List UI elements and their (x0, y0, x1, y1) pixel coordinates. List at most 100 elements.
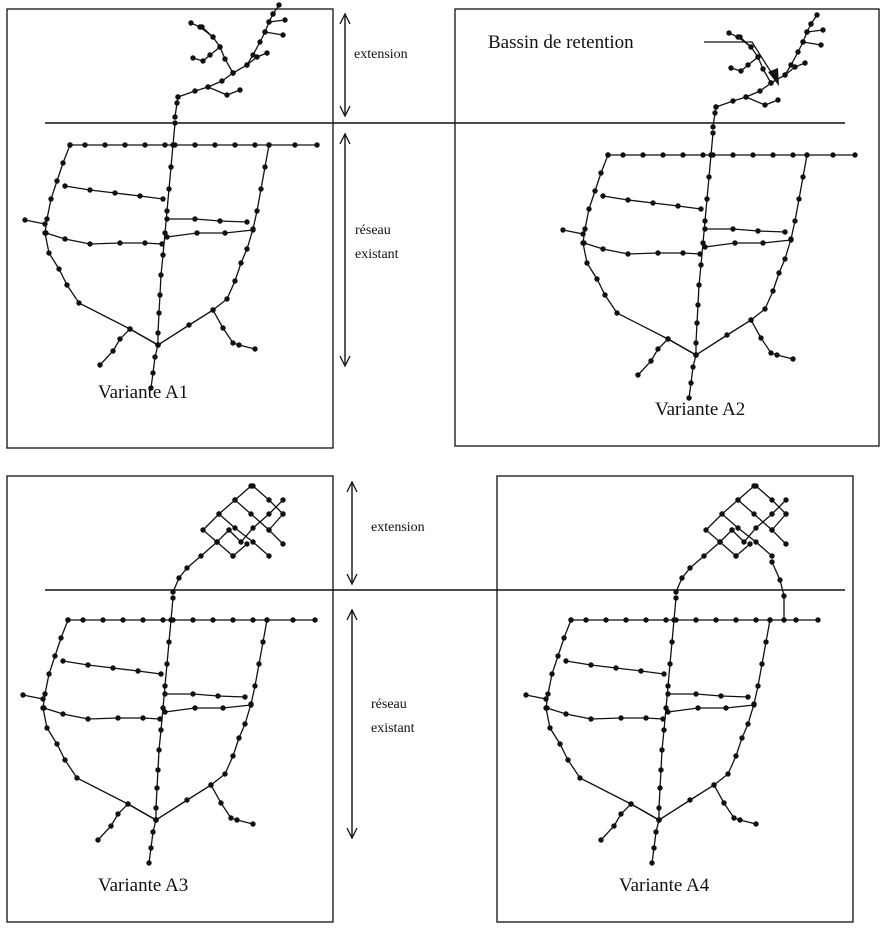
network-node (158, 727, 164, 733)
extension-pipe-a4-5 (737, 499, 787, 545)
network-node (234, 817, 240, 823)
network-node (222, 56, 228, 62)
network-node (625, 251, 631, 257)
network-node (663, 705, 669, 711)
network-node (60, 160, 66, 166)
network-node (230, 617, 236, 623)
network-node (563, 711, 569, 717)
network-node (85, 662, 91, 668)
network-node (698, 206, 704, 212)
existing-pipe-10 (150, 344, 159, 389)
network-node (224, 92, 230, 98)
existing-pipe-3 (546, 707, 664, 720)
panel-title-a3: Variante A3 (98, 875, 188, 896)
network-node (658, 767, 664, 773)
network-node (704, 196, 710, 202)
network-node (711, 782, 717, 788)
network-node (175, 94, 181, 100)
network-node (160, 617, 166, 623)
network-node (661, 727, 667, 733)
existing-pipe-5 (695, 132, 714, 355)
network-node (205, 84, 211, 90)
network-node (244, 219, 250, 225)
network-node (102, 142, 108, 148)
network-node (713, 104, 719, 110)
network-node (800, 174, 806, 180)
network-panel-a2 (560, 12, 858, 401)
network-node (737, 817, 743, 823)
network-node (696, 282, 702, 288)
network-node (280, 511, 286, 517)
network-node (250, 821, 256, 827)
network-node (262, 164, 268, 170)
network-node (232, 497, 238, 503)
network-node (190, 55, 196, 61)
network-node (172, 114, 178, 120)
network-node (638, 668, 644, 674)
network-node (687, 565, 693, 571)
extension-pipe-a2-8 (802, 41, 822, 46)
network-node (725, 771, 731, 777)
network-node (142, 142, 148, 148)
network-node (110, 665, 116, 671)
network-node (198, 553, 204, 559)
reseau-label-top-2: existant (355, 247, 399, 262)
network-node (158, 272, 164, 278)
network-node (747, 541, 753, 547)
network-node (586, 206, 592, 212)
network-node (762, 102, 768, 108)
network-node (643, 617, 649, 623)
network-node (635, 372, 641, 378)
network-node (713, 617, 719, 623)
network-node (748, 317, 754, 323)
extension-pipe-a2-4 (739, 36, 772, 84)
network-node (192, 88, 198, 94)
network-node (228, 815, 234, 821)
network-node (238, 260, 244, 266)
network-node (769, 559, 775, 565)
network-node (640, 152, 646, 158)
network-node (176, 575, 182, 581)
network-node (266, 511, 272, 517)
panel-frame-a4 (496, 475, 854, 923)
existing-pipe-8 (164, 704, 252, 713)
network-node (669, 639, 675, 645)
network-node (730, 226, 736, 232)
network-node (168, 164, 174, 170)
network-node (155, 767, 161, 773)
network-node (87, 241, 93, 247)
network-node (60, 711, 66, 717)
network-node (783, 511, 789, 517)
network-node (673, 589, 679, 595)
network-node (262, 29, 268, 35)
network-node (543, 696, 549, 702)
existing-pipe-5 (155, 597, 174, 820)
network-node (266, 553, 272, 559)
network-node (220, 325, 226, 331)
existing-pipe-7 (705, 228, 786, 233)
network-node (544, 705, 550, 711)
network-node (781, 593, 787, 599)
network-node (54, 741, 60, 747)
existing-pipe-9 (600, 803, 660, 841)
network-node (655, 250, 661, 256)
network-node (257, 39, 263, 45)
network-node (686, 395, 692, 401)
network-node (753, 821, 759, 827)
network-node (200, 58, 206, 64)
network-node (769, 553, 775, 559)
network-node (197, 24, 203, 30)
network-node (54, 178, 60, 184)
network-node (120, 617, 126, 623)
network-node (162, 230, 168, 236)
bassin-pointer-line (704, 41, 777, 81)
network-node (216, 511, 222, 517)
network-node (815, 617, 821, 623)
network-node (250, 539, 256, 545)
network-node (41, 705, 47, 711)
existing-pipe-1 (582, 154, 697, 356)
network-node (549, 671, 555, 677)
network-panel-a4 (523, 483, 821, 866)
network-node (708, 152, 714, 158)
